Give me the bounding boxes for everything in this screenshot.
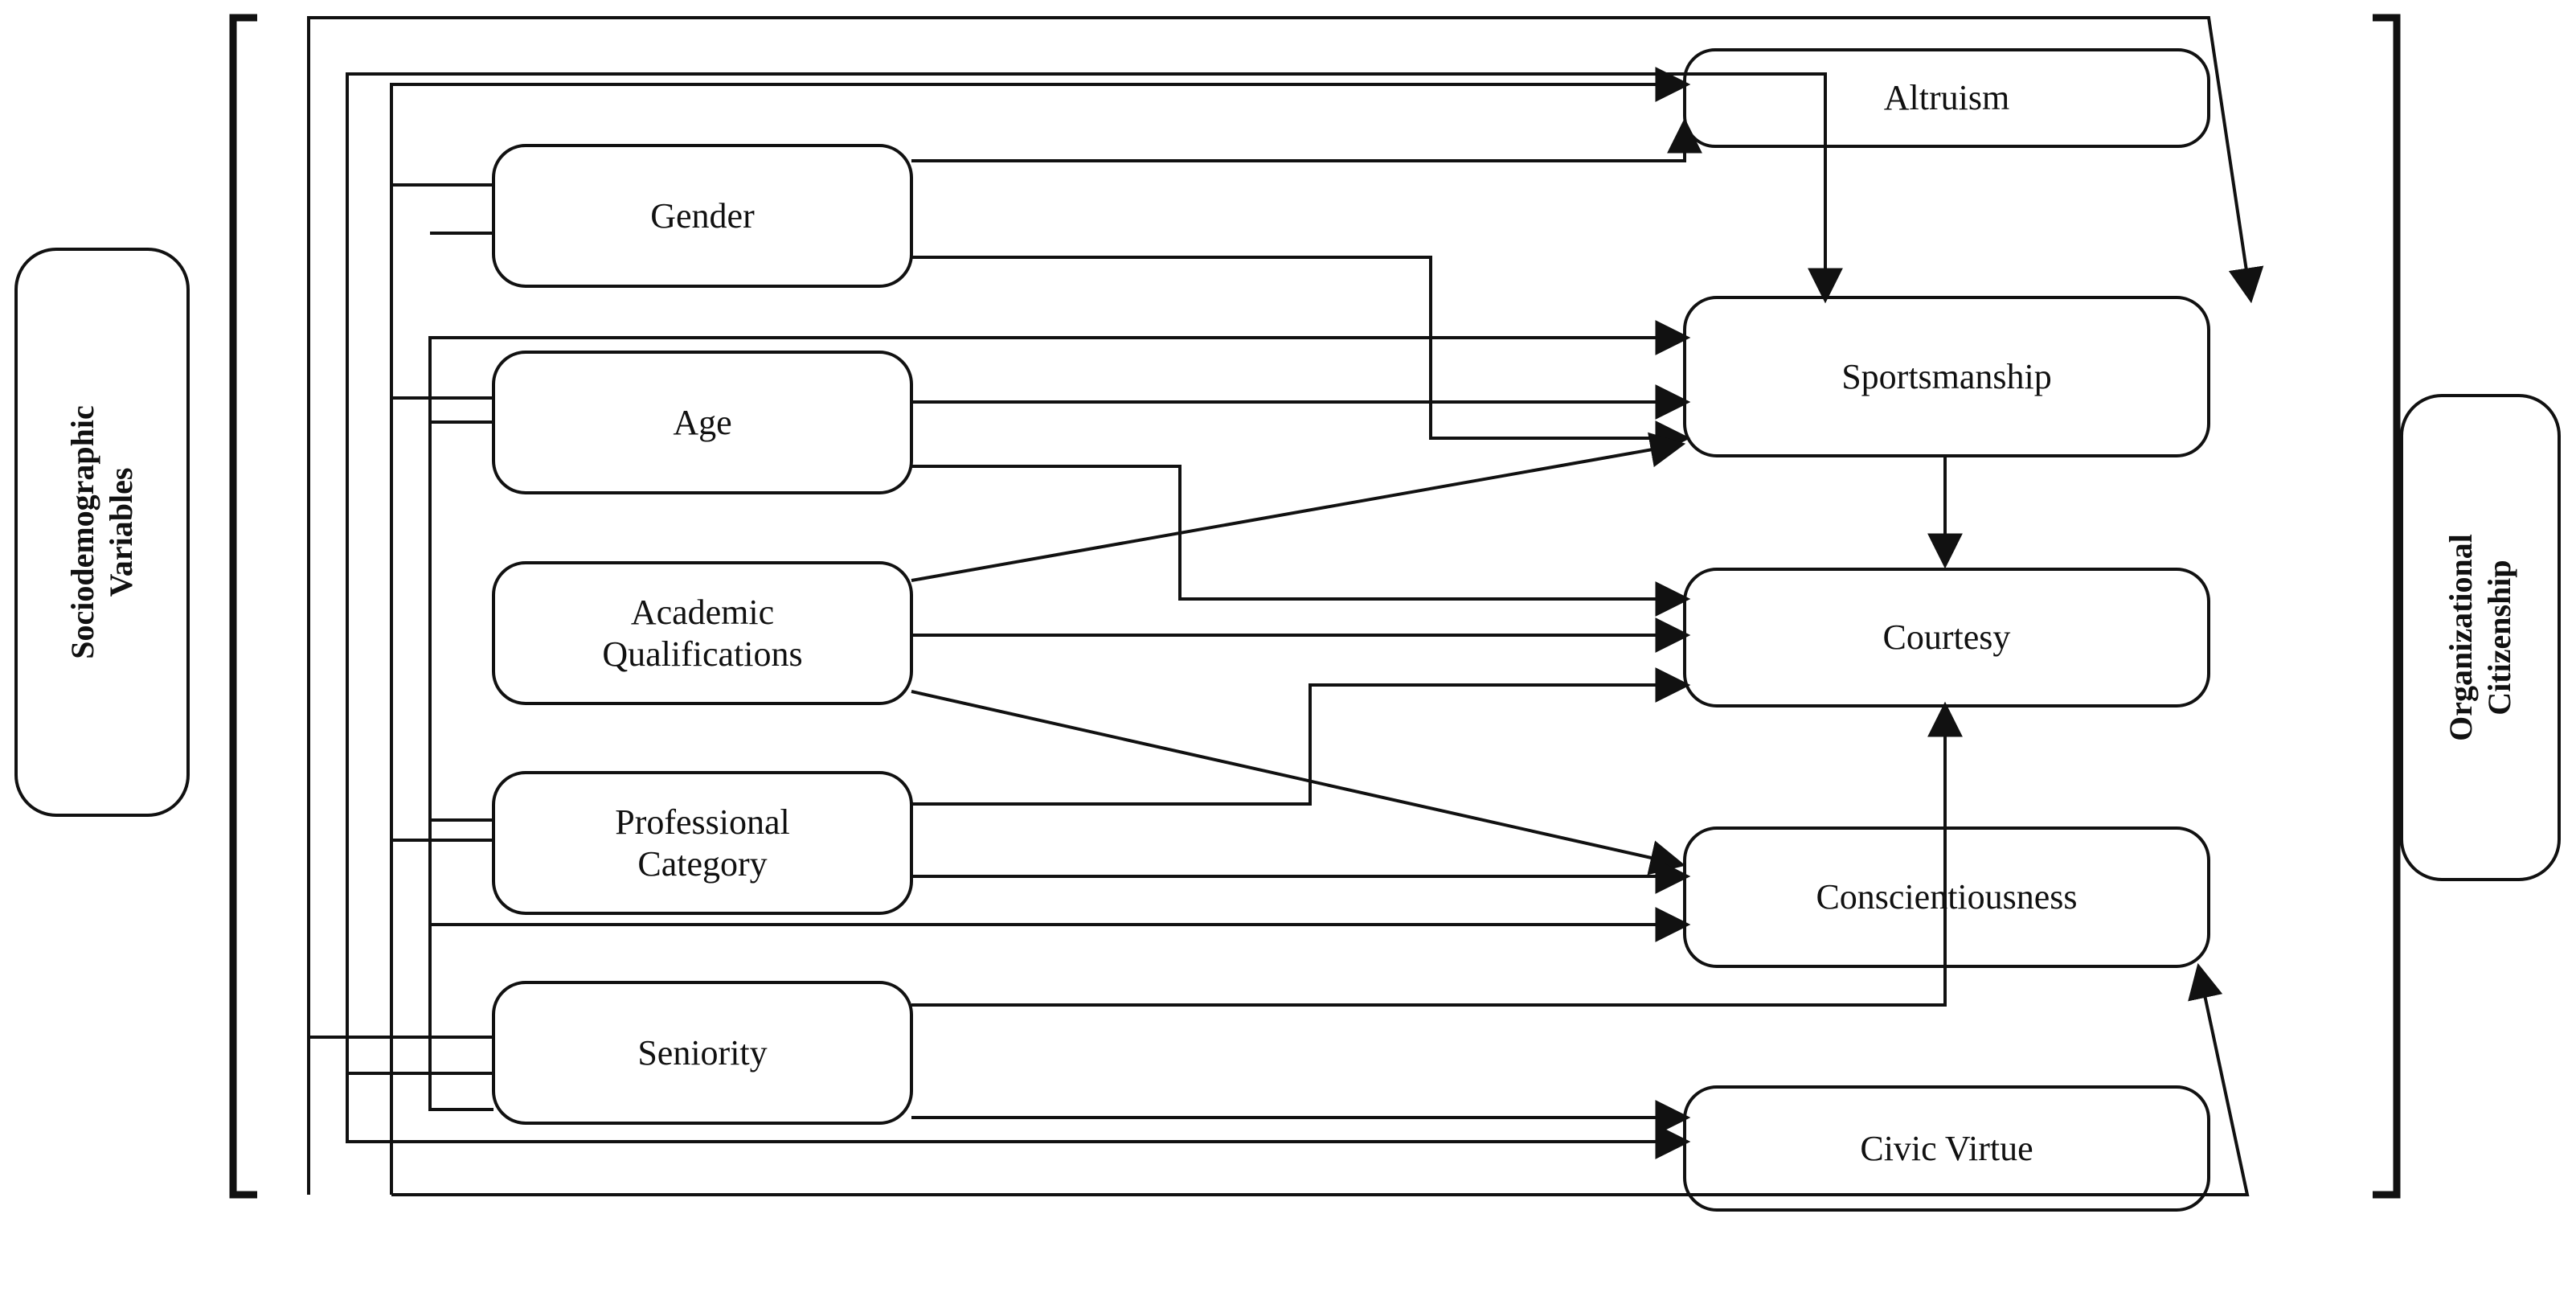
edge-age-courtesy [911,465,1691,617]
node-box-gender [492,144,913,288]
right-group-label: Organizational Citizenship [2238,534,2576,741]
edge-seniority-conscientiousness [428,907,1691,1111]
bus-line-b [346,1073,1691,1159]
edge-bottom-conscientiousness [391,962,2250,1196]
node-box-professional [492,771,913,915]
left-group-label: Sociodemographic Variables [0,405,385,659]
node-box-courtesy [1683,568,2210,708]
edge-academic-conscientiousness [911,690,1686,876]
node-box-altruism [1683,48,2210,148]
edge-conscientiousness-courtesy [911,701,1963,1007]
node-box-age [492,351,913,494]
edge-gender-altruism [911,117,1702,162]
right-group-label-text: Organizational Citizenship [2443,534,2517,741]
edge-seniority-altruism [307,16,2264,1039]
edge-academic-sportsmanship-d [911,432,1686,582]
edge-professional-courtesy [911,667,1691,806]
left-bracket-icon [229,14,257,1199]
right-group-capsule [2400,394,2561,881]
right-bracket-icon [2373,14,2401,1199]
left-group-label-text: Sociodemographic Variables [64,405,139,659]
node-box-academic [492,561,913,705]
node-box-sportsmanship [1683,296,2210,457]
edge-gender-sportsmanship-2 [911,256,1691,456]
left-group-capsule [14,248,190,817]
edge-professional-sportsmanship [428,320,1691,822]
node-box-civic [1683,1085,2210,1212]
node-box-seniority [492,981,913,1125]
